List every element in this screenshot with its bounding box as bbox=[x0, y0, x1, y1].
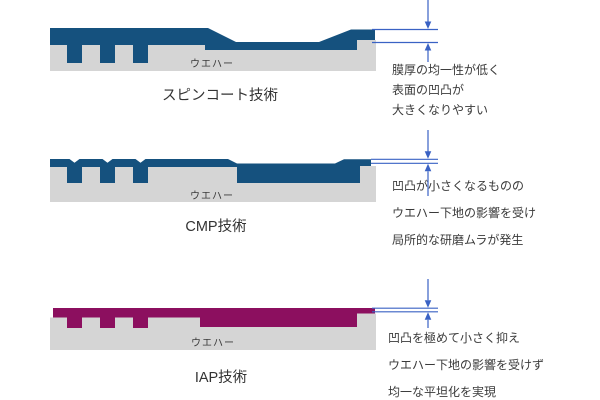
iap-panel bbox=[50, 279, 438, 350]
down-arrowhead-icon bbox=[424, 300, 432, 308]
dimension-indicator-cmp bbox=[371, 130, 438, 196]
annotation-spin-coat: 膜厚の均一性が低く 表面の凹凸が 大きくなりやすい bbox=[392, 60, 500, 120]
spin-coat-panel bbox=[50, 0, 438, 71]
panel-title-iap: IAP技術 bbox=[194, 370, 248, 386]
down-arrowhead-icon bbox=[424, 151, 432, 159]
wafer-label-cmp: ウエハー bbox=[190, 191, 234, 202]
annotation-line: 表面の凹凸が bbox=[392, 83, 465, 97]
up-arrowhead-icon bbox=[424, 163, 432, 172]
annotation-line: 凹凸を極めて小さく抑え bbox=[388, 331, 521, 345]
annotation-line: 凹凸が小さくなるものの bbox=[392, 179, 525, 193]
annotation-line: ウエハー下地の影響を受け bbox=[392, 206, 537, 220]
spin-coat-layer bbox=[50, 28, 375, 63]
annotation-line: ウエハー下地の影響を受けず bbox=[388, 358, 545, 372]
annotation-cmp: 凹凸が小さくなるものの ウエハー下地の影響を受け 局所的な研磨ムラが発生 bbox=[392, 173, 536, 254]
cmp-layer bbox=[50, 159, 371, 183]
annotation-line: 大きくなりやすい bbox=[392, 103, 489, 117]
up-arrowhead-icon bbox=[424, 43, 432, 51]
annotation-iap: 凹凸を極めて小さく抑え ウエハー下地の影響を受けず 均一な平坦化を実現 bbox=[388, 325, 544, 400]
down-arrowhead-icon bbox=[424, 21, 432, 29]
annotation-line: 局所的な研磨ムラが発生 bbox=[392, 233, 524, 247]
wafer-label-spin-coat: ウエハー bbox=[190, 59, 234, 70]
dimension-indicator-spin-coat bbox=[372, 0, 438, 62]
wafer-substrate bbox=[50, 40, 376, 71]
wafer-label-iap: ウエハー bbox=[191, 338, 235, 349]
annotation-line: 均一な平坦化を実現 bbox=[388, 385, 497, 399]
annotation-line: 膜厚の均一性が低く bbox=[392, 63, 501, 77]
wafer-substrate bbox=[50, 166, 376, 202]
iap-layer bbox=[53, 308, 375, 328]
panel-title-cmp: CMP技術 bbox=[185, 219, 247, 235]
cmp-panel bbox=[50, 130, 438, 202]
dimension-indicator-iap bbox=[372, 279, 438, 328]
panel-title-spin-coat: スピンコート技術 bbox=[162, 88, 278, 104]
up-arrowhead-icon bbox=[424, 312, 432, 320]
wafer-substrate bbox=[50, 313, 376, 350]
